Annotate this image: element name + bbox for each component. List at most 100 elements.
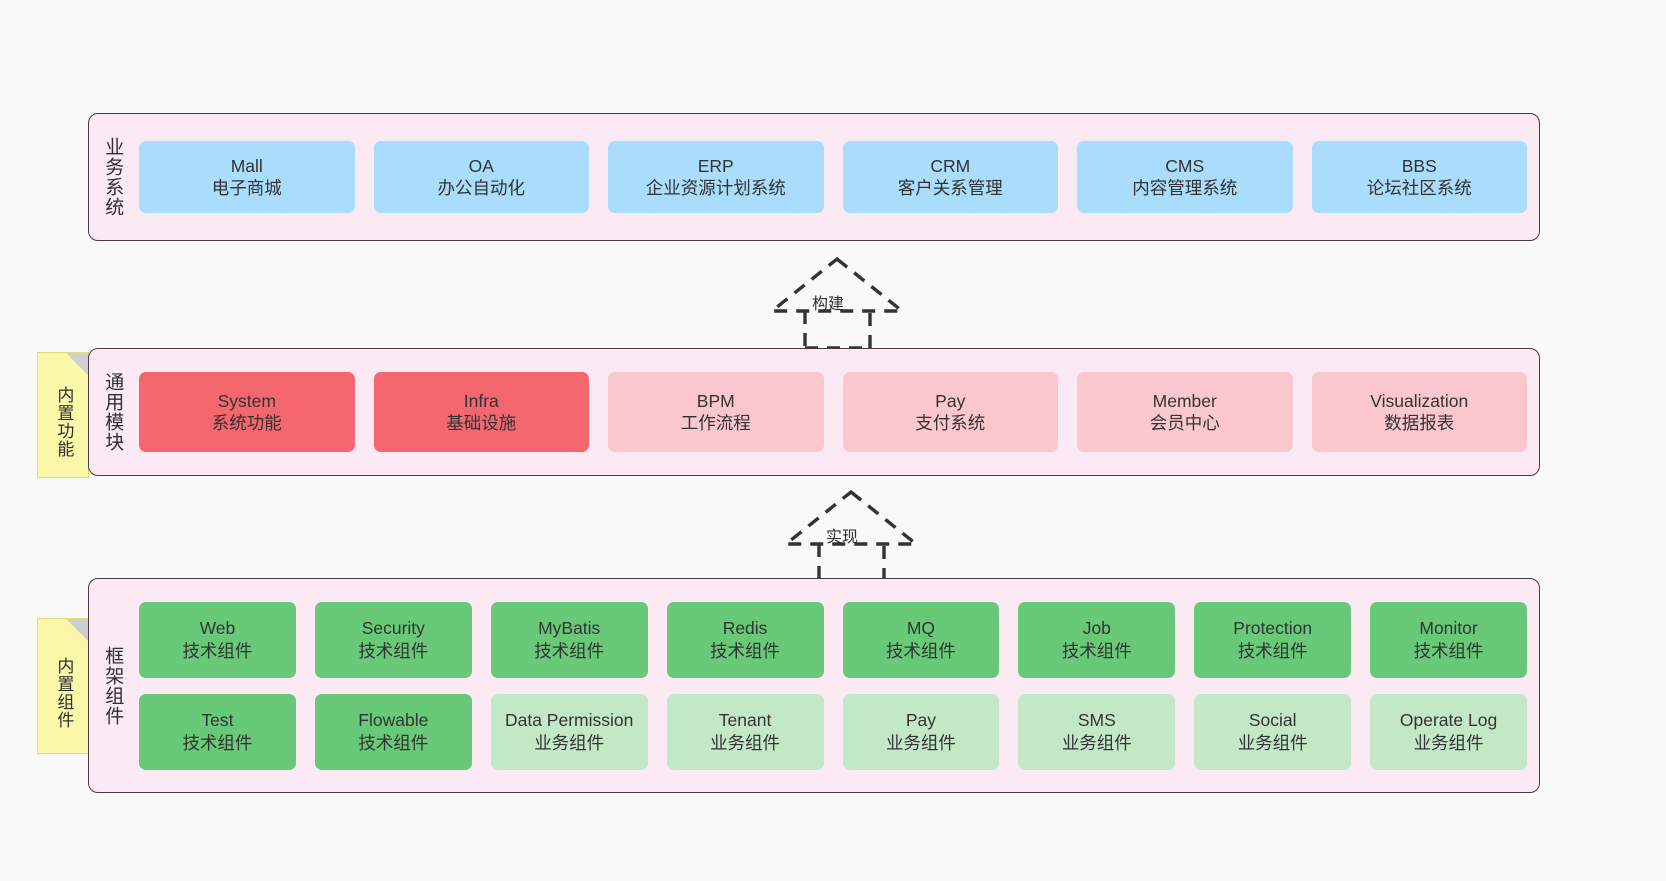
card-title: Mall bbox=[230, 155, 263, 176]
card-subtitle: 企业资源计划系统 bbox=[645, 178, 786, 198]
card-subtitle: 业务组件 bbox=[1413, 732, 1484, 753]
connector-build-label: 构建 bbox=[812, 296, 845, 313]
card-title: Tenant bbox=[718, 710, 772, 731]
card-subtitle: 技术组件 bbox=[182, 732, 253, 753]
card-flowable[interactable]: Flowable 技术组件 bbox=[314, 693, 472, 770]
card-visualization[interactable]: Visualization 数据报表 bbox=[1311, 372, 1527, 452]
card-pay-business[interactable]: Pay 业务组件 bbox=[842, 693, 1000, 770]
card-title: SMS bbox=[1077, 710, 1116, 731]
layer-framework-component: 框架组件 Web 技术组件 Security 技术组件 MyBatis 技术组件… bbox=[88, 578, 1540, 793]
card-tenant[interactable]: Tenant 业务组件 bbox=[666, 693, 824, 770]
card-subtitle: 技术组件 bbox=[885, 640, 956, 661]
card-member[interactable]: Member 会员中心 bbox=[1077, 372, 1293, 452]
layer-body-framework-component: Web 技术组件 Security 技术组件 MyBatis 技术组件 Redi… bbox=[135, 579, 1539, 792]
card-title: Redis bbox=[722, 618, 768, 639]
card-infra[interactable]: Infra 基础设施 bbox=[373, 372, 589, 452]
card-subtitle: 数据报表 bbox=[1384, 413, 1455, 433]
card-title: MyBatis bbox=[538, 618, 601, 639]
card-title: Web bbox=[199, 618, 236, 639]
layer-body-business-system: Mall 电子商城 OA 办公自动化 ERP 企业资源计划系统 CRM 客户关系… bbox=[135, 114, 1539, 240]
card-subtitle: 技术组件 bbox=[1061, 640, 1132, 661]
card-subtitle: 客户关系管理 bbox=[897, 178, 1003, 198]
card-title: CMS bbox=[1165, 155, 1205, 176]
card-subtitle: 技术组件 bbox=[1413, 640, 1484, 661]
card-subtitle: 会员中心 bbox=[1149, 413, 1220, 433]
card-title: Operate Log bbox=[1399, 710, 1498, 731]
card-title: BBS bbox=[1401, 155, 1437, 176]
note-builtin-function: 内置功能 bbox=[37, 352, 89, 478]
connector-implement-label: 实现 bbox=[826, 529, 859, 546]
card-title: Security bbox=[361, 618, 425, 639]
card-subtitle: 业务组件 bbox=[534, 732, 605, 753]
card-row: System 系统功能 Infra 基础设施 BPM 工作流程 Pay 支付系统… bbox=[139, 372, 1527, 452]
card-redis[interactable]: Redis 技术组件 bbox=[666, 601, 824, 678]
card-subtitle: 技术组件 bbox=[534, 640, 605, 661]
card-subtitle: 支付系统 bbox=[915, 413, 986, 433]
card-erp[interactable]: ERP 企业资源计划系统 bbox=[608, 141, 824, 213]
card-subtitle: 技术组件 bbox=[1237, 640, 1308, 661]
card-row: Mall 电子商城 OA 办公自动化 ERP 企业资源计划系统 CRM 客户关系… bbox=[139, 141, 1527, 213]
layer-body-common-module: System 系统功能 Infra 基础设施 BPM 工作流程 Pay 支付系统… bbox=[135, 349, 1539, 475]
card-row: Test 技术组件 Flowable 技术组件 Data Permission … bbox=[139, 693, 1527, 770]
card-title: Infra bbox=[463, 390, 499, 411]
card-subtitle: 办公自动化 bbox=[437, 178, 526, 198]
card-subtitle: 技术组件 bbox=[710, 640, 781, 661]
card-title: Flowable bbox=[358, 710, 429, 731]
card-title: Member bbox=[1152, 390, 1217, 411]
card-system[interactable]: System 系统功能 bbox=[139, 372, 355, 452]
card-subtitle: 基础设施 bbox=[446, 413, 517, 433]
card-title: ERP bbox=[697, 155, 734, 176]
layer-business-system: 业务系统 Mall 电子商城 OA 办公自动化 ERP 企业资源计划系统 CRM… bbox=[88, 113, 1540, 241]
card-mq[interactable]: MQ 技术组件 bbox=[842, 601, 1000, 678]
card-monitor[interactable]: Monitor 技术组件 bbox=[1370, 601, 1527, 678]
card-crm[interactable]: CRM 客户关系管理 bbox=[842, 141, 1058, 213]
card-subtitle: 论坛社区系统 bbox=[1366, 178, 1472, 198]
card-row: Web 技术组件 Security 技术组件 MyBatis 技术组件 Redi… bbox=[139, 601, 1527, 678]
card-data-permission[interactable]: Data Permission 业务组件 bbox=[490, 693, 648, 770]
card-title: Pay bbox=[935, 390, 966, 411]
card-subtitle: 系统功能 bbox=[211, 413, 282, 433]
card-subtitle: 业务组件 bbox=[710, 732, 781, 753]
card-web[interactable]: Web 技术组件 bbox=[139, 601, 296, 678]
layer-common-module: 通用模块 System 系统功能 Infra 基础设施 BPM 工作流程 Pay… bbox=[88, 348, 1540, 476]
layer-title-framework-component: 框架组件 bbox=[102, 645, 124, 726]
card-title: System bbox=[217, 390, 276, 411]
card-operate-log[interactable]: Operate Log 业务组件 bbox=[1370, 693, 1527, 770]
card-subtitle: 电子商城 bbox=[211, 178, 282, 198]
layer-title-business-system: 业务系统 bbox=[102, 137, 124, 217]
card-oa[interactable]: OA 办公自动化 bbox=[373, 141, 589, 213]
card-security[interactable]: Security 技术组件 bbox=[314, 601, 472, 678]
card-title: Pay bbox=[905, 710, 937, 731]
card-mall[interactable]: Mall 电子商城 bbox=[139, 141, 355, 213]
card-title: MQ bbox=[906, 618, 936, 639]
card-subtitle: 业务组件 bbox=[1237, 732, 1308, 753]
card-title: Job bbox=[1082, 618, 1111, 639]
card-title: Protection bbox=[1233, 618, 1313, 639]
card-protection[interactable]: Protection 技术组件 bbox=[1194, 601, 1352, 678]
card-bpm[interactable]: BPM 工作流程 bbox=[608, 372, 824, 452]
card-social[interactable]: Social 业务组件 bbox=[1194, 693, 1352, 770]
card-title: Test bbox=[201, 710, 234, 731]
card-subtitle: 业务组件 bbox=[885, 732, 956, 753]
card-job[interactable]: Job 技术组件 bbox=[1018, 601, 1176, 678]
card-pay[interactable]: Pay 支付系统 bbox=[842, 372, 1058, 452]
card-title: Data Permission bbox=[504, 710, 634, 731]
card-title: Monitor bbox=[1419, 618, 1478, 639]
card-bbs[interactable]: BBS 论坛社区系统 bbox=[1311, 141, 1527, 213]
card-title: OA bbox=[468, 155, 494, 176]
card-title: CRM bbox=[930, 155, 971, 176]
card-mybatis[interactable]: MyBatis 技术组件 bbox=[490, 601, 648, 678]
card-title: Visualization bbox=[1370, 390, 1469, 411]
card-title: BPM bbox=[696, 390, 735, 411]
card-title: Social bbox=[1248, 710, 1297, 731]
card-test[interactable]: Test 技术组件 bbox=[139, 693, 296, 770]
card-subtitle: 工作流程 bbox=[680, 413, 751, 433]
card-sms[interactable]: SMS 业务组件 bbox=[1018, 693, 1176, 770]
card-subtitle: 业务组件 bbox=[1061, 732, 1132, 753]
card-subtitle: 内容管理系统 bbox=[1132, 178, 1238, 198]
card-subtitle: 技术组件 bbox=[182, 640, 253, 661]
card-cms[interactable]: CMS 内容管理系统 bbox=[1077, 141, 1293, 213]
note-builtin-component: 内置组件 bbox=[37, 618, 89, 754]
card-subtitle: 技术组件 bbox=[358, 732, 429, 753]
